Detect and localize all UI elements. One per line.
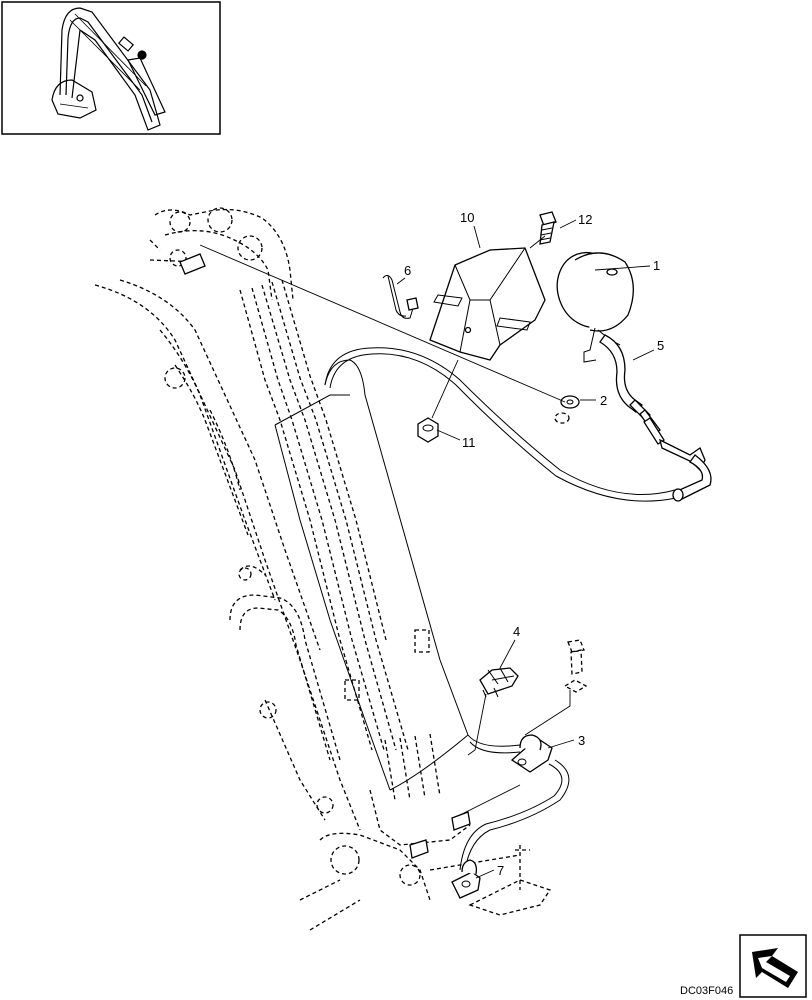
callout-3: 3 — [578, 733, 585, 748]
callout-2: 2 — [600, 393, 607, 408]
cable-clamp-4 — [479, 667, 519, 698]
clamp-7 — [451, 859, 481, 899]
bolt-dashed — [563, 639, 588, 693]
location-inset — [1, 1, 221, 135]
bolt-12 — [539, 211, 557, 245]
work-lamp — [556, 252, 634, 363]
direction-arrow-icon — [739, 934, 807, 998]
callout-4: 4 — [513, 624, 520, 639]
callout-1: 1 — [653, 258, 660, 273]
wiring-harness — [324, 347, 677, 871]
boom-cylinder-cover — [274, 359, 469, 791]
leader-lines — [199, 219, 655, 879]
callout-7: 7 — [497, 863, 504, 878]
washer-2 — [554, 395, 580, 424]
callout-12: 12 — [578, 212, 592, 227]
callout-10: 10 — [460, 210, 474, 225]
inset-arm-outline — [51, 7, 166, 131]
callout-11: 11 — [462, 435, 476, 450]
callout-labels: 1 2 3 4 5 6 7 10 11 12 — [404, 210, 664, 878]
clip-6 — [382, 274, 419, 319]
callout-6: 6 — [404, 263, 411, 278]
lamp-bracket — [429, 247, 546, 361]
mounting-blocks — [179, 253, 471, 859]
callout-5: 5 — [657, 338, 664, 353]
lamp-cable — [599, 334, 712, 502]
nut-11 — [417, 417, 439, 443]
p-clamp-3 — [510, 734, 553, 773]
drawing-code: DC03F046 — [680, 985, 733, 997]
